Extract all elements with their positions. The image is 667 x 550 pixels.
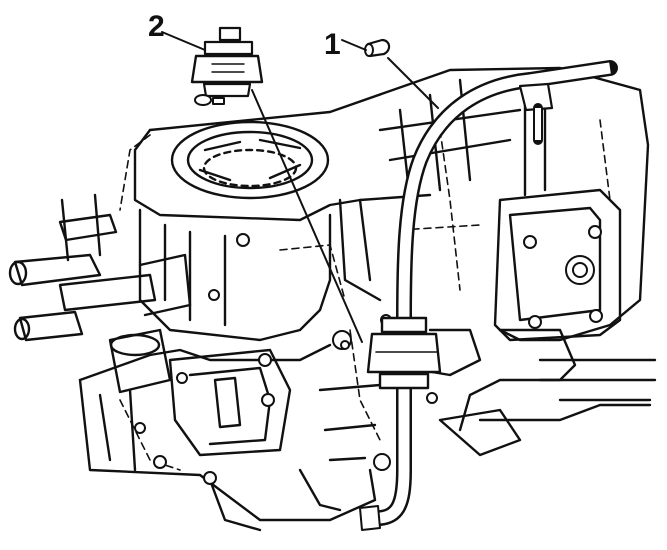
fuel-line-cap-icon — [364, 38, 391, 58]
fuel-hose — [359, 60, 618, 531]
installed-fuel-filter — [366, 316, 442, 390]
carburetor-body — [8, 66, 657, 532]
leader-lines — [161, 31, 439, 343]
callout-label-1: 1 — [324, 28, 341, 61]
callout-label-2: 2 — [148, 10, 165, 43]
screw-heads — [134, 225, 603, 485]
inline-fuel-filter-icon — [190, 26, 264, 106]
hidden-lines — [119, 119, 611, 471]
